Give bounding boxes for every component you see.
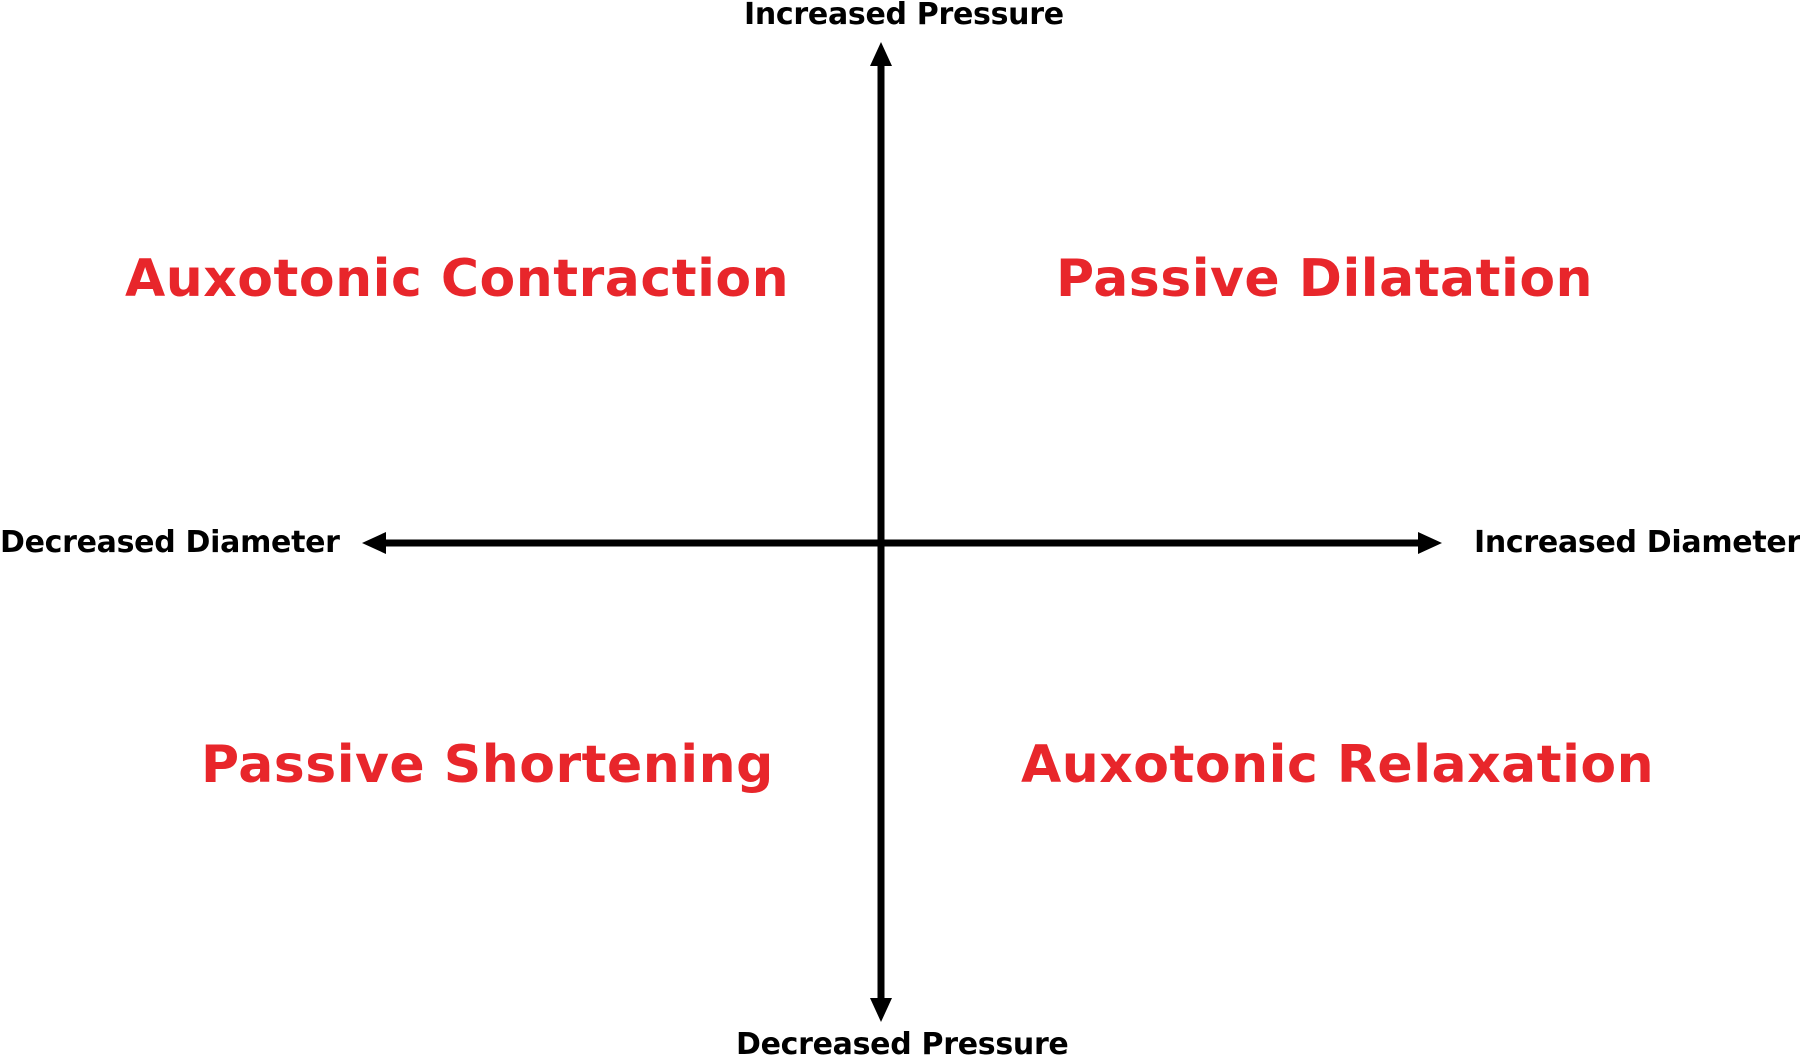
vertical-axis-arrow-down: [870, 998, 892, 1022]
quadrant-label-top-left: Auxotonic Contraction: [125, 249, 790, 309]
horizontal-axis-arrow-right: [1418, 532, 1442, 554]
axis-label-increased-diameter: Increased Diameter: [1474, 525, 1800, 560]
axis-label-decreased-diameter: Decreased Diameter: [0, 525, 340, 560]
vertical-axis: [870, 42, 892, 1022]
axis-label-increased-pressure: Increased Pressure: [744, 0, 1064, 32]
axis-label-decreased-pressure: Decreased Pressure: [736, 1027, 1069, 1062]
quadrant-label-top-right: Passive Dilatation: [1056, 249, 1594, 309]
horizontal-axis-arrow-left: [362, 532, 386, 554]
quadrant-label-bottom-left: Passive Shortening: [201, 735, 774, 795]
quadrant-label-bottom-right: Auxotonic Relaxation: [1021, 735, 1655, 795]
horizontal-axis: [362, 532, 1442, 554]
vertical-axis-arrow-up: [870, 42, 892, 66]
